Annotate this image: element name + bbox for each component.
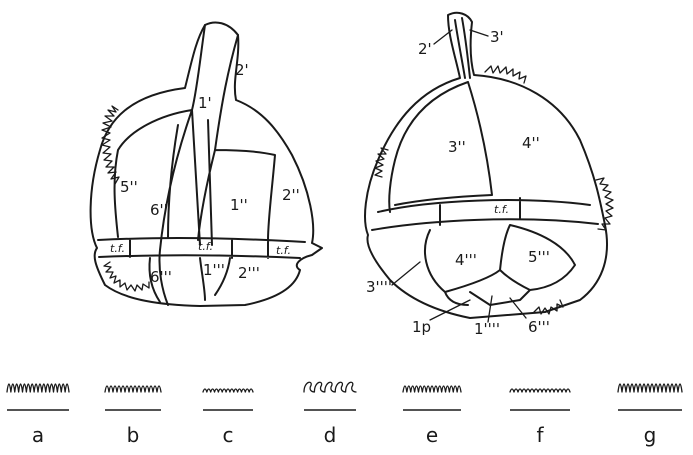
label-2-prime-left: 2' [235, 61, 249, 79]
left-apical-horn [192, 25, 238, 150]
ornament-letter-b: b [127, 423, 140, 447]
label-2-double-prime: 2'' [282, 186, 300, 204]
left-cell-view: 2' 1' 5'' 6'' 1'' 2'' t.f. t.f. t.f. 6''… [91, 22, 322, 306]
label-tf-left-c: t.f. [276, 244, 291, 257]
right-labels: 2' 3' 3'' 4'' t.f. 4''' 5''' 3'''' 1p 1'… [366, 28, 550, 338]
ornament-panel-b: b [105, 386, 161, 447]
label-6-triple-prime-left: 6''' [150, 268, 172, 286]
ornament-panel-f: f [510, 389, 570, 447]
ornament-letter-f: f [536, 423, 544, 447]
label-1-quad-prime: 1'''' [474, 320, 500, 338]
label-3-quad-prime: 3'''' [366, 278, 392, 296]
ornament-letter-d: d [324, 423, 337, 447]
label-3-double-prime: 3'' [448, 138, 466, 156]
ornament-panel-g: g [618, 384, 682, 447]
ornament-panel-d: d [304, 382, 356, 447]
label-4-triple-prime: 4''' [455, 251, 477, 269]
ornament-letter-g: g [644, 423, 657, 447]
ornament-panel-e: e [403, 386, 461, 447]
ornament-wave-c [203, 389, 253, 392]
label-1-double-prime: 1'' [230, 196, 248, 214]
ornament-panel-a: a [7, 384, 69, 447]
ornament-wave-a [7, 384, 69, 392]
left-cell-spines [102, 106, 149, 291]
ornament-wave-g [618, 384, 682, 392]
label-5-double-prime: 5'' [120, 178, 138, 196]
label-3-prime: 3' [490, 28, 504, 46]
ornament-wave-e [403, 386, 461, 392]
right-cell-outline [365, 13, 607, 318]
left-labels: 2' 1' 5'' 6'' 1'' 2'' t.f. t.f. t.f. 6''… [110, 61, 300, 286]
ornament-wave-f [510, 389, 570, 392]
ornament-wave-b [105, 386, 161, 392]
ornament-letter-c: c [223, 423, 234, 447]
ornament-wave-d [304, 382, 356, 392]
label-tf-left-a: t.f. [110, 242, 125, 255]
ornament-panel-c: c [203, 389, 253, 447]
label-tf-left-b: t.f. [198, 240, 213, 253]
ornament-panels: a b c d e f g [7, 382, 682, 447]
right-cell-spines [375, 66, 613, 314]
right-hypotheca-sutures [425, 225, 575, 305]
label-5-triple-prime: 5''' [528, 248, 550, 266]
label-1p: 1p [412, 318, 431, 336]
label-6-triple-prime-right: 6''' [528, 318, 550, 336]
label-1-triple-prime: 1''' [203, 261, 225, 279]
ornament-letter-e: e [426, 423, 438, 447]
label-4-double-prime: 4'' [522, 134, 540, 152]
right-cell-view: 2' 3' 3'' 4'' t.f. 4''' 5''' 3'''' 1p 1'… [365, 13, 613, 338]
label-1-prime: 1' [198, 94, 212, 112]
right-epitheca-sutures [389, 82, 492, 212]
label-2-prime-right: 2' [418, 40, 432, 58]
ornament-letter-a: a [32, 423, 44, 447]
label-6-double-prime: 6'' [150, 201, 168, 219]
label-tf-right: t.f. [494, 203, 509, 216]
label-2-triple-prime: 2''' [238, 264, 260, 282]
